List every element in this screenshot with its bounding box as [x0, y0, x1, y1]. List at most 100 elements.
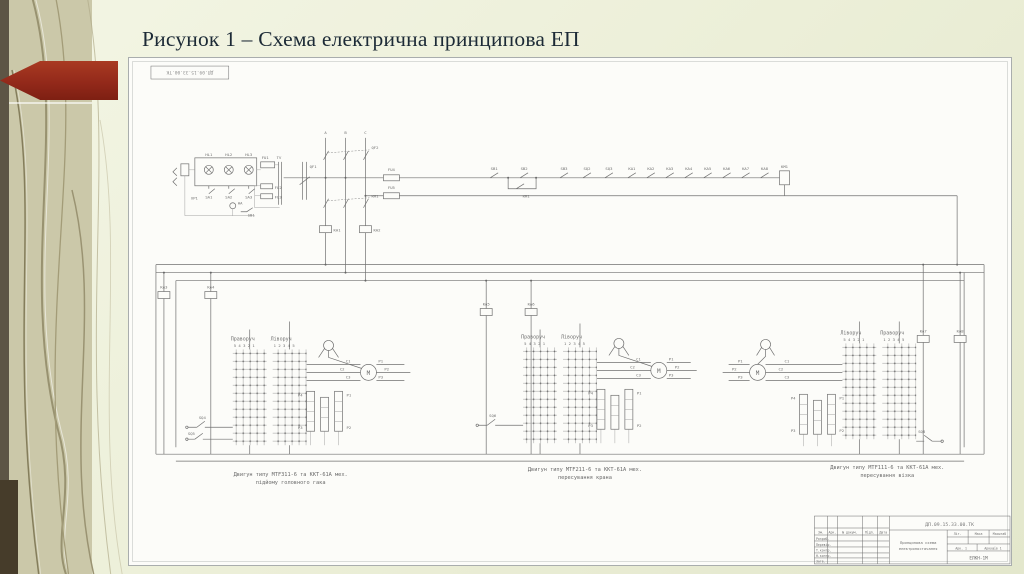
stop-start-contacts [489, 172, 614, 179]
label-sq8: SQ8 [918, 429, 926, 434]
label-qf1: QF1 [310, 164, 318, 169]
caption-1-line2: підйому головного гака [256, 480, 326, 486]
label-chain-ka2: KA2 [647, 166, 654, 171]
block1-header-right: Ліворуч [271, 336, 292, 342]
label-chain-ka6: KA6 [723, 166, 731, 171]
fuse-fu4 [383, 174, 400, 182]
label-sb2: SB2 [521, 166, 528, 171]
caption-2-line1: Двигун типу MTF211-6 та KKT-61A мех. [528, 467, 642, 473]
ka6-coil [524, 308, 538, 316]
block2-header-right: Ліворуч [561, 334, 582, 340]
terminal-icon [185, 437, 189, 441]
fuse-fu5 [383, 192, 400, 200]
ka1-coil [319, 225, 332, 234]
fuse-fu2 [260, 183, 274, 190]
fuse-fu3 [260, 193, 274, 200]
label-qf2: QF2 [371, 145, 378, 150]
term-p1: P1 [378, 358, 383, 363]
tb-header: Зм. [818, 530, 824, 534]
bus-lines [155, 263, 985, 462]
resistor-bank [320, 396, 329, 432]
lamp-icons [203, 164, 254, 175]
km1-coil [779, 170, 790, 186]
control-chain: FU4 FU5 SB1 SB2 SB3 SQ2 SQ3 KM1 KA1 KA2 … [283, 164, 959, 266]
label-sq3: SQ3 [605, 166, 613, 171]
contact-grid [842, 343, 877, 440]
term-p2: P2 [732, 366, 737, 371]
term-c2: C2 [340, 366, 345, 371]
label-chain-ka4: KA4 [685, 166, 693, 171]
schematic-sheet: ДП.09.15.33.00.ТК XP1 HL1 HL2 HL3 SA1 [128, 57, 1012, 566]
label-fu2: FU2 [275, 185, 282, 190]
block3-header-left: Ліворуч [840, 330, 861, 336]
ka8-coil [953, 335, 967, 343]
motor-letter: M [367, 370, 371, 377]
block1-header-left: Праворуч [231, 336, 255, 342]
tb-header: Дата [879, 530, 887, 534]
block2-digits-left: 5 4 3 2 1 [524, 341, 546, 346]
power-phases: A B C QF2 KM1 KA1 KA2 [319, 130, 380, 281]
brake-coil-icon [760, 339, 771, 350]
label-tv: TV [277, 155, 282, 160]
tb-sheet: Арк. 1 [955, 546, 967, 550]
dark-edge-strip [0, 0, 9, 574]
term-p3: P3 [738, 374, 743, 379]
term-p3: P3 [378, 374, 383, 379]
doc-name-line2: електропостачання [899, 546, 938, 551]
res-label: P4 [588, 390, 593, 395]
contact-grid [882, 343, 917, 440]
tb-mass: Маса [975, 532, 983, 536]
dark-corner-patch [0, 480, 18, 574]
terminal-icon [475, 423, 479, 427]
label-ka3: KA3 [160, 285, 168, 290]
label-ka8: KA8 [957, 328, 965, 333]
label-sa2: SA2 [225, 195, 232, 200]
term-c2: C2 [779, 366, 784, 371]
tb-org: ЕЛКН-1М [969, 555, 988, 561]
res-label: P4 [298, 392, 303, 397]
tb-row: Т.контр. [816, 548, 831, 552]
transformer-icon [278, 161, 283, 205]
label-km1-coil: KM1 [781, 164, 789, 169]
brake-coil-icon [613, 338, 625, 349]
res-label: P1 [347, 392, 352, 397]
res-label: P3 [588, 423, 593, 428]
motor-block-2: Праворуч Ліворуч 5 4 3 2 1 1 2 3 4 5 M C… [475, 323, 697, 455]
label-chain-ka8: KA8 [761, 166, 769, 171]
ka4-coil [204, 291, 218, 299]
qf2-contacts [323, 150, 369, 161]
label-chain-ka3: KA3 [666, 166, 674, 171]
res-label: P2 [637, 423, 642, 428]
block1-digits-right: 1 2 3 4 5 [274, 343, 296, 348]
relay-coils: KA3 KA4 KA5 KA6 KA7 KA8 [157, 263, 967, 455]
phase-wires [325, 137, 366, 281]
label-sq2: SQ2 [583, 166, 590, 171]
caption-3-line2: пересування візка [860, 473, 914, 479]
term-c2: C2 [630, 364, 635, 369]
motor-block-1: Праворуч Ліворуч 5 4 3 2 1 1 2 3 4 5 M C… [185, 321, 411, 455]
km1-main-contacts [323, 198, 369, 208]
term-c1: C1 [785, 358, 790, 363]
label-ka6: KA6 [528, 302, 536, 307]
contact-grid [272, 349, 307, 446]
fuse-fu1 [260, 161, 276, 169]
control-rails [283, 177, 958, 265]
contact-grid [523, 347, 558, 444]
label-ka1: KA1 [334, 228, 342, 233]
plug-icon [172, 167, 178, 187]
tb-header: № докум. [842, 530, 857, 534]
motor-letter: M [657, 368, 661, 375]
sa-switches [208, 185, 255, 195]
label-ha: HA [238, 201, 243, 206]
label-fu5: FU5 [388, 185, 396, 190]
label-ka2: KA2 [373, 228, 380, 233]
tb-row: Розроб. [816, 536, 830, 541]
caption-1-line1: Двигун типу MTF311-6 та KKT-61A мех. [234, 472, 348, 478]
tb-sheets: Аркушів 1 [984, 546, 1001, 550]
label-km1-main: KM1 [371, 194, 379, 199]
signal-lamp-cluster: XP1 HL1 HL2 HL3 SA1 SA2 SA3 HA SB1 [172, 152, 283, 218]
slide-title: Рисунок 1 – Схема електрична принципова … [142, 27, 580, 51]
contact-grid [563, 347, 597, 444]
term-c3: C3 [636, 372, 641, 377]
